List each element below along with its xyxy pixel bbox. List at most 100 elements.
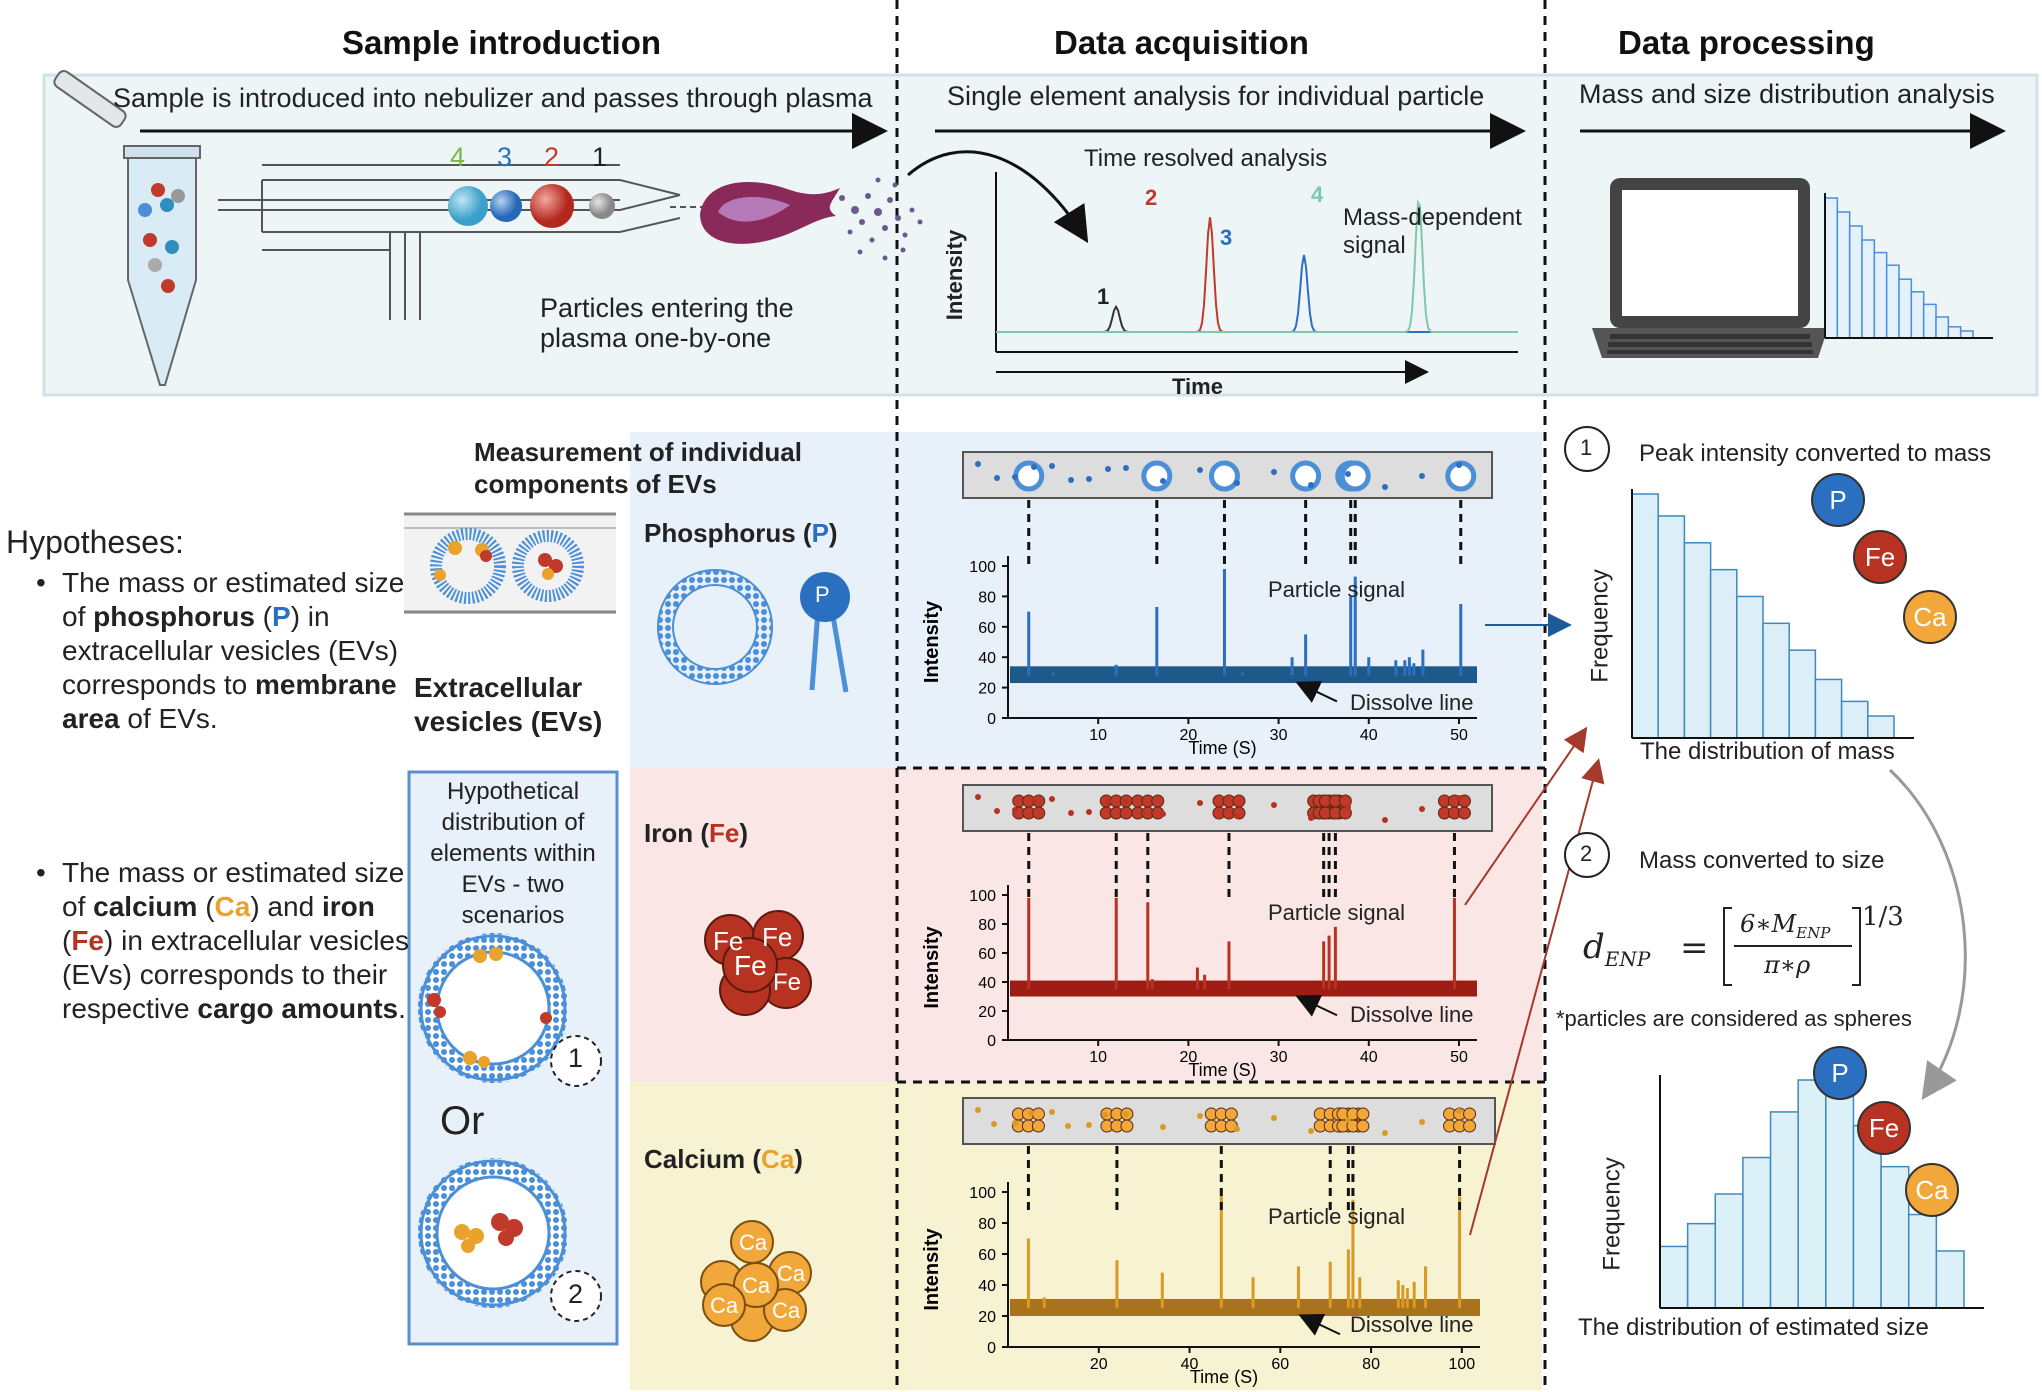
hyp1-text-e: ) in extracellular vesicles (EVs) corres…: [62, 601, 399, 700]
Fe-dissolved-dot: [1031, 797, 1037, 803]
calcium-name: Calcium: [644, 1144, 746, 1174]
Ca-dissolved-dot: [1086, 1122, 1092, 1128]
formula-d-sub: ENP: [1604, 946, 1651, 971]
laptop-icon: [1592, 178, 1828, 358]
hyp-box-line-1: Hypothetical: [446, 778, 580, 805]
Ca-ytick-label: 0: [987, 1340, 996, 1357]
Fe-dissolved-dot: [1160, 811, 1166, 817]
calcium-cluster-icon: [700, 1220, 812, 1342]
Fe-cluster-particle: [1457, 806, 1471, 820]
hyp-box-line-5: scenarios: [461, 902, 565, 929]
phosphorus-badge-label: P: [1831, 1058, 1848, 1088]
particle-1: [589, 193, 615, 219]
Fe-dissolved-dot: [975, 794, 981, 800]
size-hist-bar: [1797, 1079, 1827, 1309]
Fe-dissolved-dot: [1086, 809, 1092, 815]
mass-histogram: [1631, 489, 1914, 739]
size-hist-bar: [1769, 1111, 1799, 1309]
hypotheses-title: Hypotheses:: [6, 524, 184, 560]
Ca-ytick-label: 60: [978, 1247, 996, 1264]
Fe-xtick-label: 50: [1450, 1049, 1468, 1066]
laptop-hist-bar: [1861, 239, 1876, 339]
step-1-circle: [1564, 426, 1610, 472]
peak-label-3: 3: [1220, 225, 1233, 250]
scenario-2-number: 2: [568, 1279, 584, 1309]
Ca-dissolved-dot: [1456, 1108, 1462, 1114]
ev-label-2: vesicles (EVs): [414, 706, 603, 737]
arrow-mass-to-size: [1888, 768, 1967, 1100]
ca-letter-4: Ca: [710, 1293, 739, 1318]
Fe-dissolved-dot: [1308, 815, 1314, 821]
size-hist-bar: [1686, 1222, 1717, 1309]
sample-tube-icon: [53, 70, 201, 386]
P-ytick-label: 20: [978, 681, 996, 698]
size-dist-label: The distribution of estimated size: [1578, 1314, 1929, 1341]
hyp2-text-a: The mass or estimated size of: [62, 857, 405, 922]
particle-label-1: 1: [592, 142, 608, 172]
Ca-dissolve-band: [1010, 1298, 1480, 1316]
Ca-cluster-particle: [1463, 1107, 1477, 1121]
P-dissolved-dot: [1012, 474, 1018, 480]
size-hist-bar: [1742, 1156, 1772, 1309]
hyp2-text-h: Fe: [71, 925, 105, 956]
hyp2-text-g: (: [62, 925, 72, 956]
laptop-hist-bar: [1898, 278, 1913, 339]
laptop-hist-bar: [1824, 197, 1839, 339]
Fe-x-label: Time (S): [1188, 1060, 1256, 1080]
Fe-dissolved-dot: [994, 808, 1000, 814]
P-vesicle: [1339, 460, 1371, 492]
mass-dependent-1: Mass-dependent: [1343, 204, 1522, 231]
scenario-1-vesicle: [418, 933, 602, 1087]
Ca-cluster-particle: [1224, 1107, 1238, 1121]
P-xtick-label: 50: [1450, 727, 1468, 744]
fe-particle-signal: Particle signal: [1268, 900, 1405, 925]
Ca-dissolved-dot: [1102, 1112, 1108, 1118]
P-dissolved-dot: [1419, 473, 1425, 479]
formula-brackets: [1723, 907, 1861, 986]
p-particle-signal: Particle signal: [1268, 577, 1405, 602]
step-1-label: Peak intensity converted to mass: [1639, 440, 1992, 467]
Ca-x-label: Time (S): [1190, 1367, 1258, 1387]
calcium-symbol: Ca: [761, 1144, 795, 1174]
Ca-dissolved-dot: [1234, 1126, 1240, 1132]
size-freq-label: Frequency: [1598, 1157, 1626, 1271]
Ca-xtick-label: 80: [1362, 1356, 1380, 1373]
calcium-badge: [1903, 590, 1957, 644]
size-hist-bar: [1935, 1250, 1965, 1309]
Fe-cluster-particle: [1232, 794, 1246, 808]
Fe-dissolved-dot: [1197, 800, 1203, 806]
Fe-cluster-particle: [1032, 806, 1046, 820]
Ca-dissolved-dot: [1049, 1109, 1055, 1115]
P-xtick-label: 20: [1179, 727, 1197, 744]
particle-label-3: 3: [497, 142, 513, 172]
Ca-xtick-label: 20: [1090, 1356, 1108, 1373]
peak-label-4: 4: [1311, 182, 1324, 207]
p-dissolve-line: Dissolve line: [1350, 690, 1474, 715]
Fe-ytick-label: 100: [969, 888, 996, 905]
lipid-p-letter: P: [815, 582, 830, 607]
hyp2-text-c: (: [197, 891, 215, 922]
laptop-hist-bar: [1873, 251, 1888, 339]
P-vesicle: [1290, 460, 1322, 492]
formula-note: *particles are considered as spheres: [1556, 1006, 1912, 1031]
Ca-dissolved-dot: [1419, 1119, 1425, 1125]
P-xtick-label: 10: [1089, 727, 1107, 744]
hyp2-text-b: calcium: [93, 891, 198, 922]
Ca-ytick-label: 100: [969, 1185, 996, 1202]
mass-hist-bar: [1631, 493, 1659, 739]
formula-num: 6∗MENP: [1740, 910, 1830, 942]
hyp2-text-f: iron: [321, 891, 375, 922]
size-hist-bar: [1825, 1088, 1855, 1309]
ca-letter-5: Ca: [772, 1298, 801, 1323]
calcium-badge: [1905, 1163, 1959, 1217]
membrane-vesicle-icon: [657, 569, 773, 685]
P-dissolved-dot: [994, 475, 1000, 481]
P-dissolved-dot: [1197, 467, 1203, 473]
phosphorus-badge: [1811, 473, 1865, 527]
Ca-dissolved-dot: [991, 1121, 997, 1127]
processing-arrow-label: Mass and size distribution analysis: [1579, 79, 1995, 109]
hyp2-text-e: ) and: [250, 891, 322, 922]
Fe-dissolved-dot: [1271, 802, 1277, 808]
